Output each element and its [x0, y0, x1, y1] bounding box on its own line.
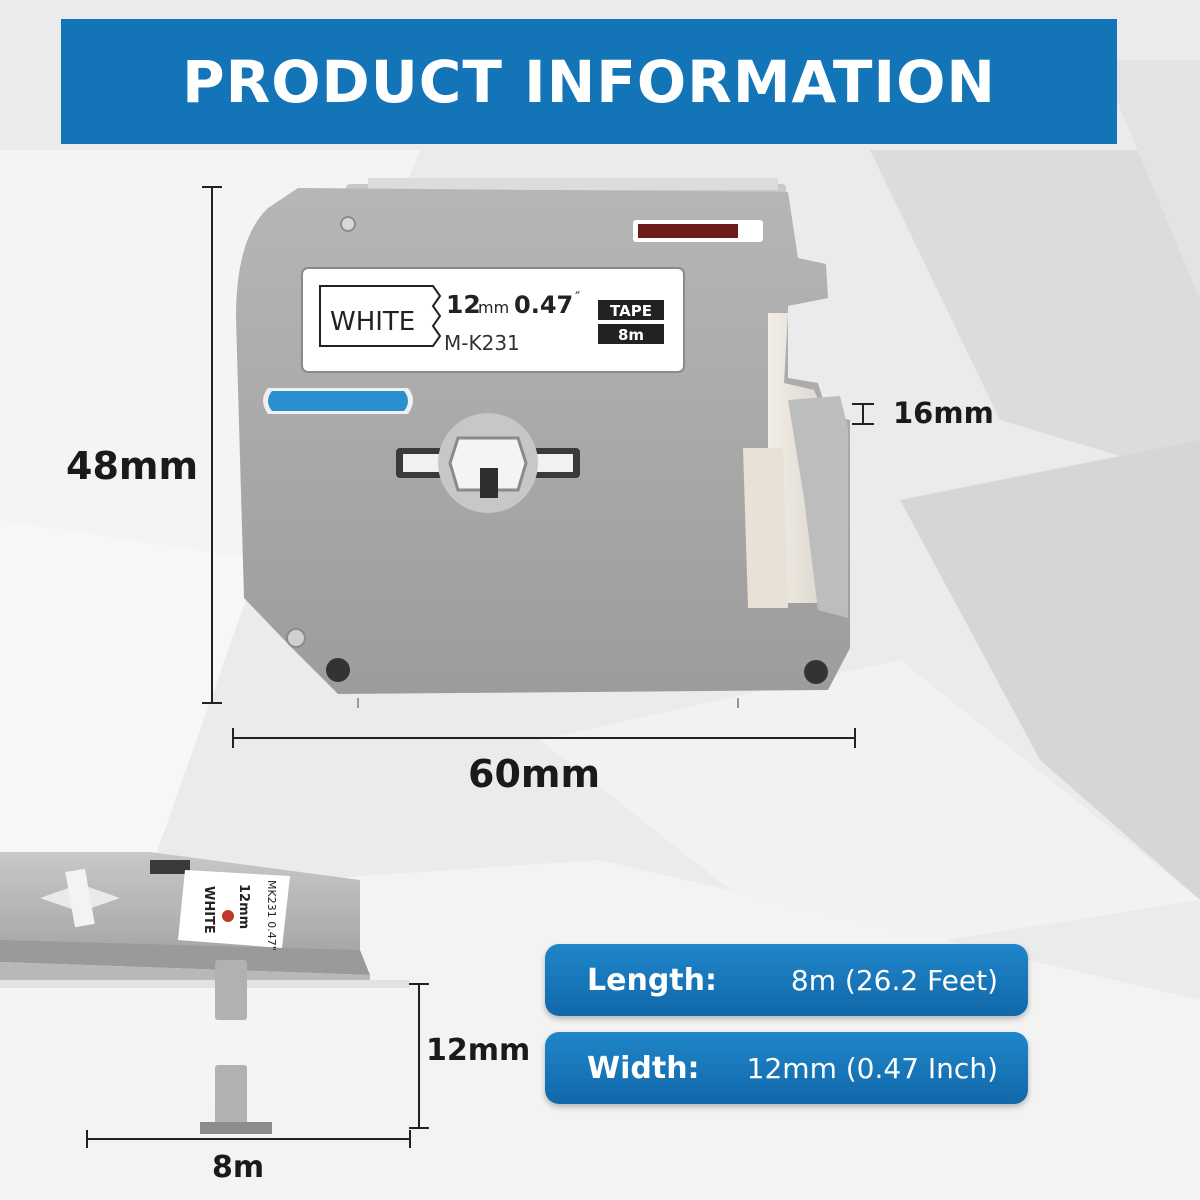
tape-width-label: 12mm	[426, 1033, 531, 1068]
tape-length-dimension-line	[86, 1130, 411, 1148]
spec-width-pill: Width: 12mm (0.47 Inch)	[545, 1032, 1028, 1104]
spec-width-key: Width:	[587, 1050, 700, 1086]
tape-cartridge-side-image: WHITE 12mm MK231 0.47"	[0, 852, 410, 1134]
height-dimension-line	[202, 186, 222, 704]
side-label-size: 12mm	[236, 884, 251, 929]
side-label-model: MK231 0.47"	[265, 880, 278, 951]
tape-cartridge-image: WHITE 12 mm 0.47 ″ M-K231 TAPE 8m	[236, 178, 850, 708]
page-title: PRODUCT INFORMATION	[182, 47, 996, 116]
tape-length-label: 8m	[212, 1150, 265, 1185]
title-banner: PRODUCT INFORMATION	[61, 19, 1117, 144]
cartridge-size-inch: 0.47	[514, 291, 573, 319]
cartridge-size-unit: mm	[478, 298, 509, 317]
side-label-color: WHITE	[201, 886, 216, 934]
thickness-dimension-marker	[852, 403, 874, 425]
height-label: 48mm	[66, 444, 199, 488]
width-dimension-line	[232, 728, 856, 748]
spec-length-pill: Length: 8m (26.2 Feet)	[545, 944, 1028, 1016]
width-label: 60mm	[468, 752, 601, 796]
svg-text:″: ″	[575, 290, 580, 306]
tape-width-dimension-line	[409, 983, 429, 1129]
cartridge-model: M-K231	[444, 331, 520, 355]
length-badge: 8m	[618, 326, 644, 344]
spec-width-value: 12mm (0.47 Inch)	[746, 1051, 998, 1085]
cartridge-color-name: WHITE	[330, 307, 415, 337]
spec-length-key: Length:	[587, 962, 717, 998]
cartridge-size-value: 12	[446, 290, 481, 319]
thickness-label: 16mm	[893, 396, 994, 430]
tape-badge: TAPE	[610, 302, 652, 320]
spec-length-value: 8m (26.2 Feet)	[790, 963, 998, 997]
